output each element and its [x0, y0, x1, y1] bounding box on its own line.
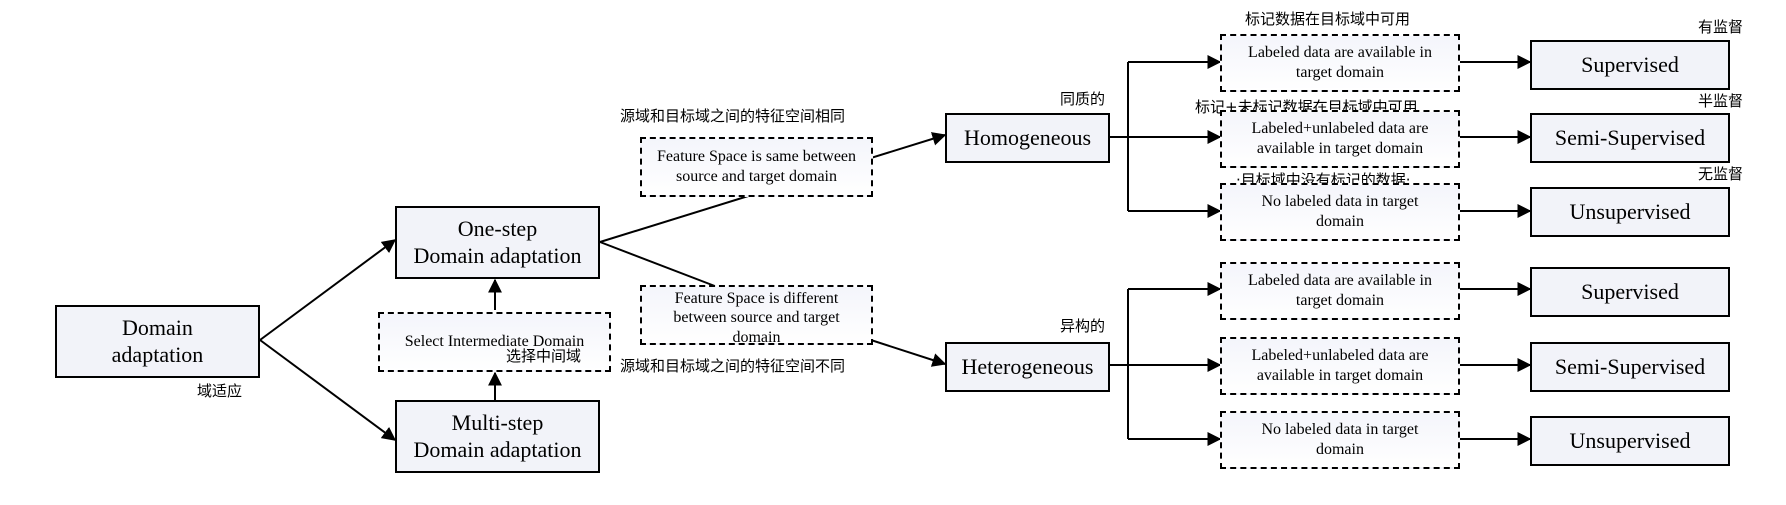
node-hetero-labeled: Labeled data are available in target dom…: [1220, 262, 1460, 320]
node-homo-labeled: Labeled data are available in target dom…: [1220, 34, 1460, 92]
node-homo-none: No labeled data in target domain: [1220, 183, 1460, 241]
node-homo-unsupervised: Unsupervised: [1530, 187, 1730, 237]
label-homo-labeled-cn: 标记数据在目标域中可用: [1245, 10, 1411, 28]
label-homogeneous-cn: 同质的: [1060, 90, 1106, 108]
node-hetero-semi: Labeled+unlabeled data are available in …: [1220, 337, 1460, 395]
node-fs-different: Feature Space is different between sourc…: [640, 285, 873, 346]
node-homo-semi-supervised: Semi-Supervised: [1530, 113, 1730, 163]
node-homo-supervised: Supervised: [1530, 40, 1730, 90]
node-fs-same: Feature Space is same between source and…: [640, 137, 873, 197]
arrow-root-to-one-step: [259, 239, 397, 341]
label-semi-supervised-cn: 半监督: [1698, 92, 1744, 110]
node-one-step: One-step Domain adaptation: [395, 206, 600, 279]
label-fs-different-cn: 源域和目标域之间的特征空间不同: [620, 357, 846, 375]
label-heterogeneous-cn: 异构的: [1060, 317, 1106, 335]
node-hetero-supervised: Supervised: [1530, 267, 1730, 317]
node-multi-step: Multi-step Domain adaptation: [395, 400, 600, 473]
label-unsupervised-cn: 无监督: [1698, 165, 1744, 183]
node-hetero-semi-supervised: Semi-Supervised: [1530, 342, 1730, 392]
node-select-intermediate: Select Intermediate Domain: [378, 312, 611, 372]
arrow-root-to-multi-step: [259, 339, 397, 441]
node-homogeneous: Homogeneous: [945, 113, 1110, 163]
node-domain-adaptation: Domain adaptation: [55, 305, 260, 378]
node-homo-semi: Labeled+unlabeled data are available in …: [1220, 110, 1460, 168]
label-supervised-cn: 有监督: [1698, 18, 1744, 36]
line-one-to-heterogeneous: [599, 241, 721, 289]
label-domain-adaptation-cn: 域适应: [197, 382, 243, 400]
node-heterogeneous: Heterogeneous: [945, 342, 1110, 392]
label-fs-same-cn: 源域和目标域之间的特征空间相同: [620, 107, 846, 125]
label-select-intermediate-cn: 选择中间域: [506, 347, 582, 365]
node-hetero-unsupervised: Unsupervised: [1530, 416, 1730, 466]
node-hetero-none: No labeled data in target domain: [1220, 411, 1460, 469]
